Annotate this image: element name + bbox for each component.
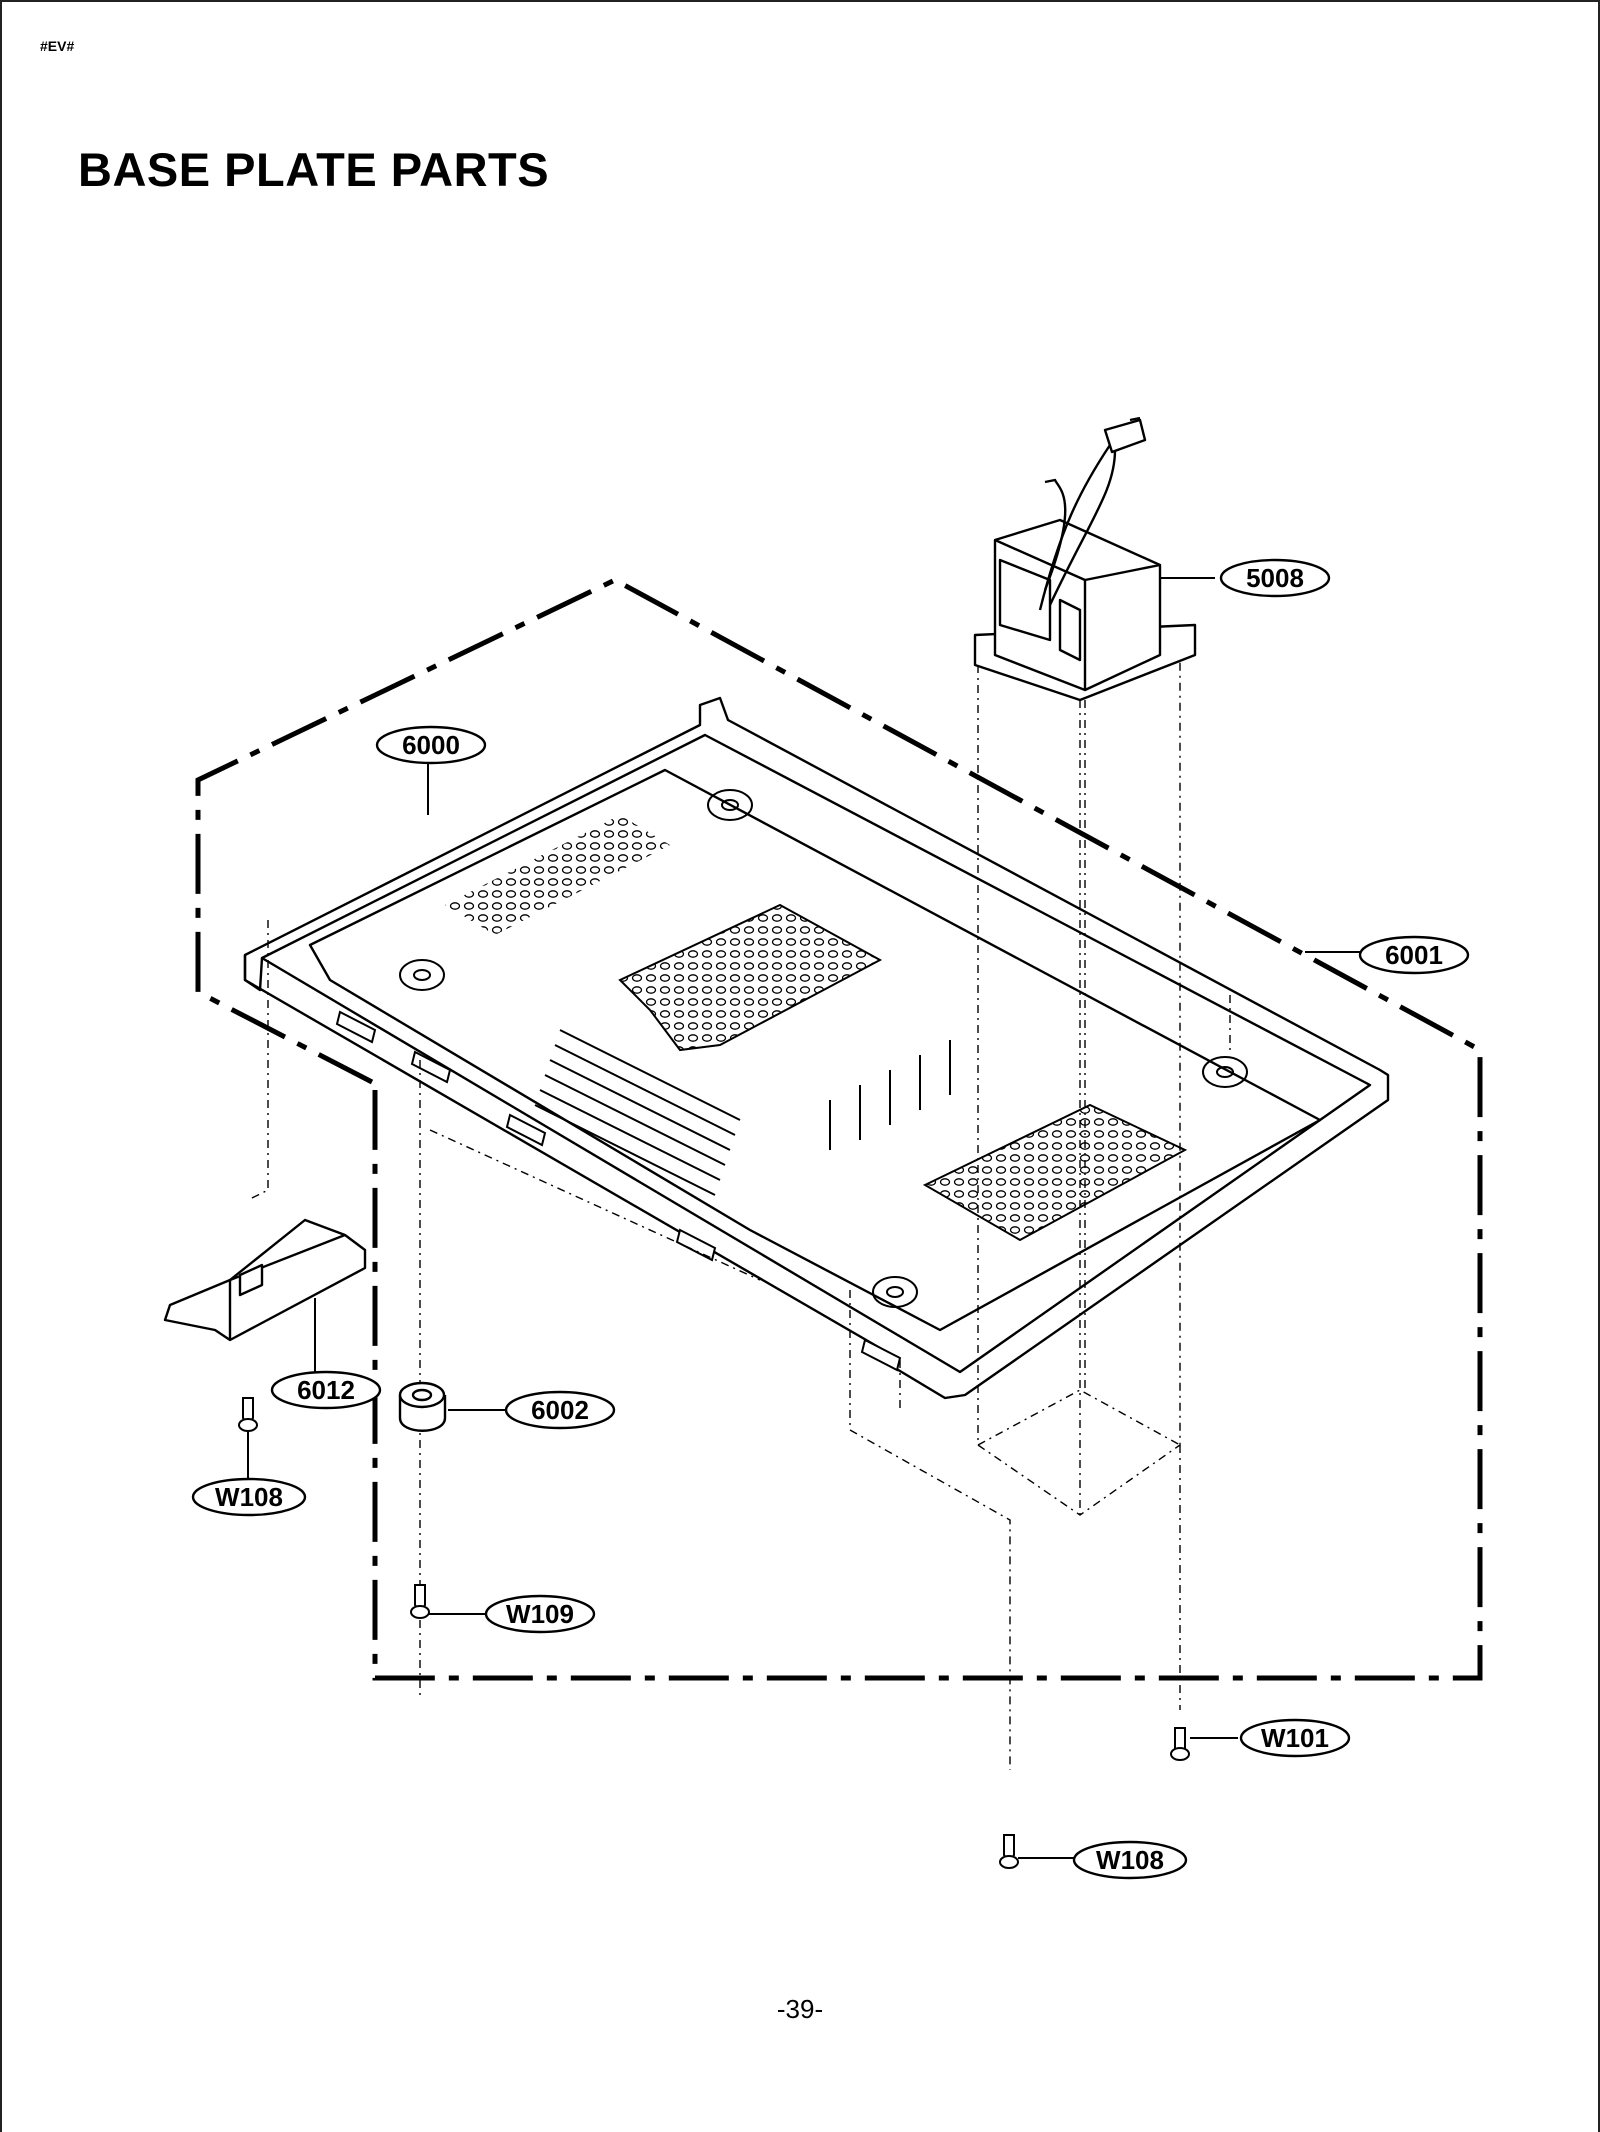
page-number: -39-	[776, 1994, 824, 2024]
page-title: BASE PLATE PARTS	[78, 143, 550, 196]
projection-lines	[247, 660, 1231, 1770]
callout-6002: 6002	[504, 1390, 616, 1430]
callout-6000: 6000	[375, 725, 487, 765]
callout-label-6002: 6002	[531, 1395, 589, 1425]
page-border-left	[0, 0, 2, 2132]
callout-5008: 5008	[1219, 558, 1331, 598]
mounting-bosses	[399, 789, 1248, 1308]
vent-holes-right	[922, 1103, 1188, 1242]
leader-lines	[247, 577, 1360, 1859]
callout-label-w108-left: W108	[215, 1482, 283, 1512]
transformer	[973, 416, 1197, 702]
callout-6012: 6012	[270, 1370, 382, 1410]
bracket	[163, 1218, 367, 1342]
callout-w108-right: W108	[1072, 1840, 1188, 1880]
callout-label-w101: W101	[1261, 1723, 1329, 1753]
callout-label-5008: 5008	[1246, 563, 1304, 593]
foot	[398, 1381, 447, 1432]
callout-6001: 6001	[1358, 935, 1470, 975]
screw-w101	[1170, 1727, 1190, 1761]
callout-w109: W109	[484, 1594, 596, 1634]
callout-w108-left: W108	[191, 1477, 307, 1517]
callout-label-6012: 6012	[297, 1375, 355, 1405]
base-plate	[243, 696, 1390, 1400]
louvers	[534, 1029, 951, 1196]
callout-w101: W101	[1239, 1718, 1351, 1758]
page-border-right	[1598, 0, 1600, 2132]
screw-w108-right	[999, 1834, 1019, 1869]
front-tabs	[335, 1010, 902, 1372]
assembly-boundary	[195, 577, 1483, 1681]
callout-label-6000: 6000	[402, 730, 460, 760]
screw-w109	[410, 1584, 430, 1619]
vent-holes-left	[445, 815, 670, 935]
page-border-top	[0, 0, 1600, 2]
callout-label-w108-right: W108	[1096, 1845, 1164, 1875]
screw-w108-left	[238, 1397, 258, 1432]
vent-holes-center	[618, 903, 883, 1052]
callout-label-6001: 6001	[1385, 940, 1443, 970]
callout-label-w109: W109	[506, 1599, 574, 1629]
document-code: #EV#	[40, 38, 75, 54]
